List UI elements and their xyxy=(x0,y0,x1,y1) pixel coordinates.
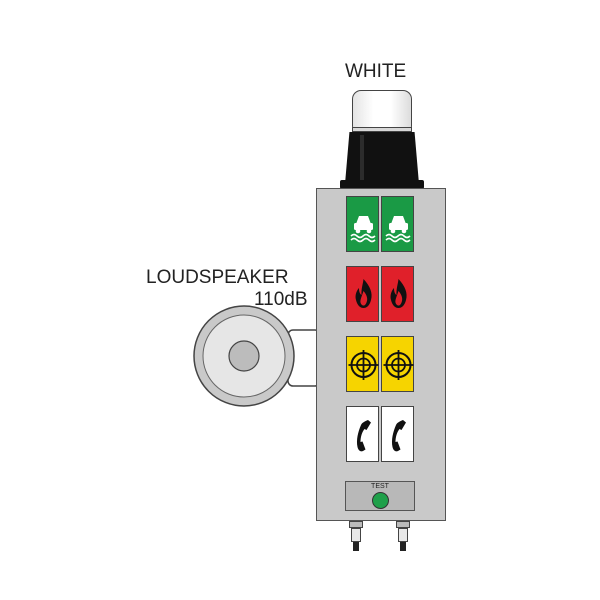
telephone-handset-icon xyxy=(356,420,371,452)
tile-red-left[interactable] xyxy=(346,266,379,322)
flame-icon xyxy=(390,279,407,308)
tile-green-right[interactable] xyxy=(381,196,414,252)
loudspeaker-rating: 110dB xyxy=(254,289,308,310)
target-icon xyxy=(383,350,414,380)
beacon-base-highlight xyxy=(360,135,364,183)
cable-gland-left xyxy=(349,521,363,551)
vehicle-on-water-icon xyxy=(350,216,376,243)
loudspeaker-center xyxy=(228,340,260,372)
test-label: TEST xyxy=(371,483,389,490)
loudspeaker xyxy=(193,305,321,407)
target-icon xyxy=(348,350,379,380)
beacon-base xyxy=(345,132,419,184)
tile-white-left[interactable] xyxy=(346,406,379,462)
vehicle-on-water-icon xyxy=(385,216,411,243)
test-button[interactable] xyxy=(372,492,389,509)
beacon-collar xyxy=(352,127,412,132)
cable-gland-right xyxy=(396,521,410,551)
tile-yellow-right[interactable] xyxy=(381,336,414,392)
tile-red-right[interactable] xyxy=(381,266,414,322)
beacon-foot xyxy=(340,180,424,189)
beacon-dome xyxy=(352,90,412,128)
telephone-handset-icon xyxy=(391,420,406,452)
beacon-label: WHITE xyxy=(345,61,407,82)
flame-icon xyxy=(355,279,372,308)
tile-green-left[interactable] xyxy=(346,196,379,252)
tile-yellow-left[interactable] xyxy=(346,336,379,392)
tile-white-right[interactable] xyxy=(381,406,414,462)
loudspeaker-label: LOUDSPEAKER xyxy=(146,267,289,288)
